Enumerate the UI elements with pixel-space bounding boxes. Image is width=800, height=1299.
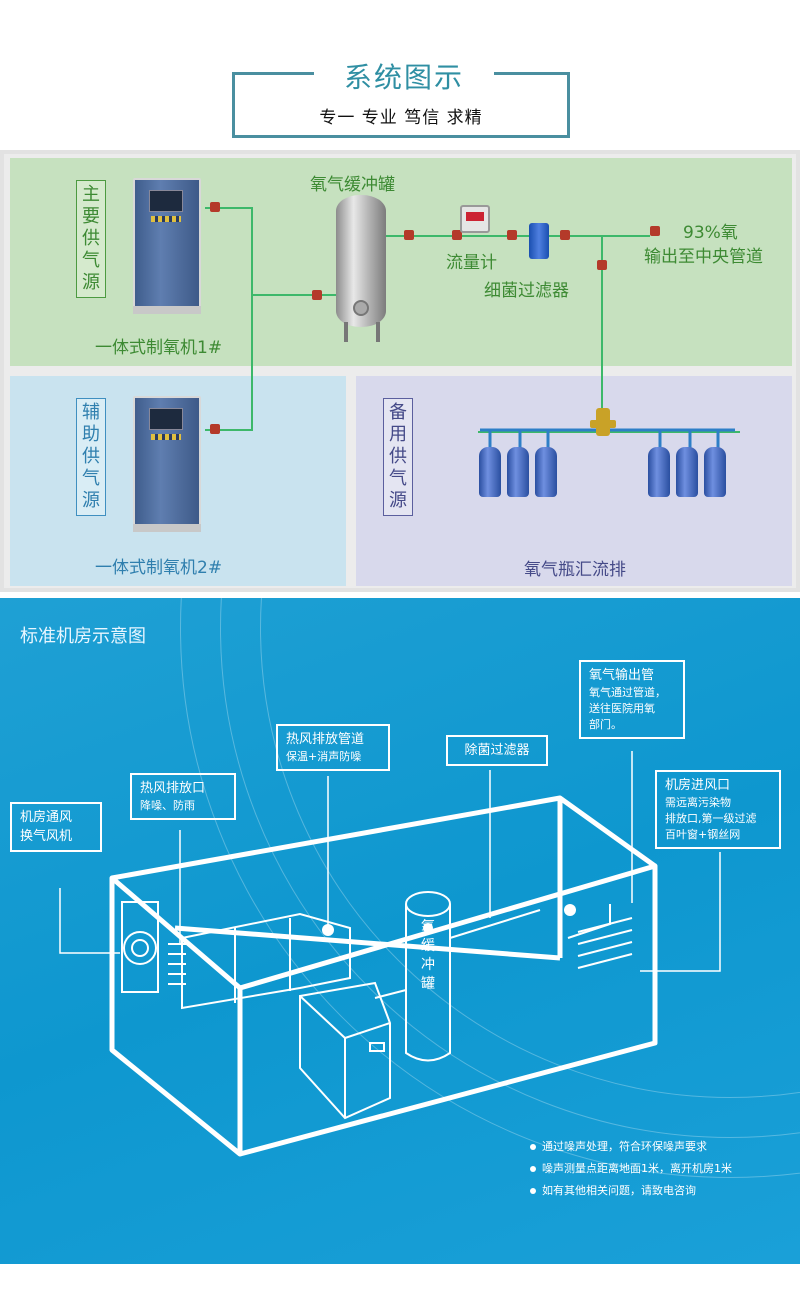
piping-diagram [205, 207, 740, 450]
flow-meter-label: 流量计 [446, 253, 497, 273]
valve-icon [560, 230, 570, 240]
generator-1 [133, 178, 201, 314]
page-subtitle: 专一 专业 笃信 求精 [319, 108, 483, 128]
oxygen-bottle [479, 447, 501, 497]
flow-meter-icon [460, 205, 490, 233]
note-item: 噪声测量点距离地面1米，离开机房1米 [530, 1158, 790, 1180]
filter-icon [529, 223, 549, 259]
oxygen-bottle [648, 447, 670, 497]
filter-label: 细菌过滤器 [484, 281, 569, 301]
callout-ventilator: 机房通风换气风机 [10, 802, 102, 852]
oxygen-bottle [535, 447, 557, 497]
valve-icon [597, 260, 607, 270]
valve-icon [452, 230, 462, 240]
notes-list: 通过噪声处理，符合环保噪声要求 噪声测量点距离地面1米，离开机房1米 如有其他相… [530, 1136, 790, 1202]
valve-icon [404, 230, 414, 240]
valve-icon [507, 230, 517, 240]
callout-hot-air-duct: 热风排放管道保温+消声防噪 [276, 724, 390, 771]
note-item: 如有其他相关问题，请致电咨询 [530, 1180, 790, 1202]
room-tank-label: 氧缓冲罐 [421, 919, 435, 992]
callout-oxygen-output: 氧气输出管 氧气通过管道， 送往医院用氧 部门。 [579, 660, 685, 739]
note-item: 通过噪声处理，符合环保噪声要求 [530, 1136, 790, 1158]
valve-icon [312, 290, 322, 300]
valve-icon [210, 202, 220, 212]
generator-2 [133, 396, 201, 532]
tank-leg [344, 322, 348, 342]
header-line-right [494, 72, 570, 75]
page-title: 系统图示 [343, 61, 464, 94]
callout-sterile-filter: 除菌过滤器 [446, 735, 548, 766]
aux-supply-label: 辅助供气源 [76, 398, 106, 516]
oxygen-bottle [676, 447, 698, 497]
header-frame [232, 72, 570, 138]
output-concentration-label: 93%氧 [683, 223, 738, 243]
backup-supply-label: 备用供气源 [383, 398, 413, 516]
valve-icon [210, 424, 220, 434]
oxygen-bottle [704, 447, 726, 497]
oxygen-bottle [507, 447, 529, 497]
callout-hot-air-outlet: 热风排放口降噪、防雨 [130, 773, 236, 820]
callout-air-inlet: 机房进风口 需远离污染物 排放口,第一级过滤 百叶窗+钢丝网 [655, 770, 781, 849]
valve-icon [650, 226, 660, 236]
buffer-tank-label: 氧气缓冲罐 [310, 175, 395, 195]
output-destination-label: 输出至中央管道 [644, 247, 763, 267]
generator-1-label: 一体式制氧机1# [95, 338, 223, 358]
main-supply-label: 主要供气源 [76, 180, 106, 298]
bottle-manifold-label: 氧气瓶汇流排 [524, 560, 626, 580]
room-drawing [59, 751, 721, 1157]
tank-manhole [353, 300, 369, 316]
generator-2-label: 一体式制氧机2# [95, 558, 223, 578]
room-diagram-title: 标准机房示意图 [20, 626, 146, 647]
tank-leg [376, 322, 380, 342]
room-diagram-panel [0, 598, 800, 1264]
header-line-left [232, 72, 314, 75]
